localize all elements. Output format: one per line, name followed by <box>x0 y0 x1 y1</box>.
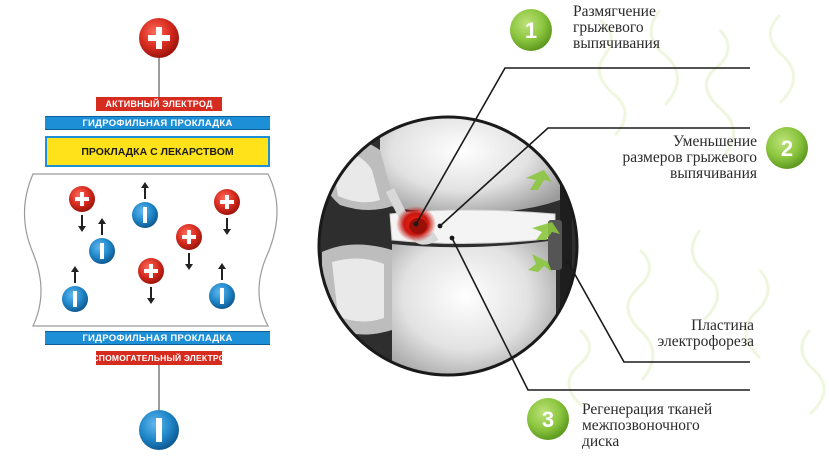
auxiliary-electrode-label: ВСПОМОГАТЕЛЬНЫЙ ЭЛЕКТРОД <box>86 351 232 365</box>
background-pattern <box>567 9 826 416</box>
minus-ion-icon <box>132 182 158 228</box>
step-3-number: 3 <box>542 407 554 432</box>
active-electrode-label: АКТИВНЫЙ ЭЛЕКТРОД <box>96 97 222 111</box>
step-3-badge <box>527 398 569 440</box>
plus-ion-icon <box>176 224 202 270</box>
minus-icon <box>139 410 179 450</box>
drug-pad: ПРОКЛАДКА С ЛЕКАРСТВОМ <box>45 136 270 167</box>
minus-ion-icon <box>209 263 235 309</box>
minus-ion-icon <box>89 218 115 264</box>
drug-pad-label: ПРОКЛАДКА С ЛЕКАРСТВОМ <box>81 145 234 158</box>
plate-label: Пластина электрофореза <box>657 317 754 350</box>
step-3-text: Регенерация тканей межпозвоночного диска <box>582 401 713 450</box>
plus-ion-icon <box>69 186 95 232</box>
step-1-text: Размягчение грыжевого выпячивания <box>573 3 660 52</box>
plus-ion-icon <box>138 258 164 304</box>
step-1-badge <box>510 9 552 51</box>
hydrophilic-pad-top: ГИДРОФИЛЬНАЯ ПРОКЛАДКА <box>45 116 270 130</box>
callout-lines <box>415 67 750 391</box>
step-1-number: 1 <box>525 18 537 43</box>
step-2-number: 2 <box>781 136 793 161</box>
plus-ion-icon <box>214 189 240 235</box>
minus-ion-icon <box>62 266 88 312</box>
ions <box>62 182 240 312</box>
step-2-text: Уменьшение размеров грыжевого выпячивани… <box>622 133 757 182</box>
hydrophilic-pad-bottom: ГИДРОФИЛЬНАЯ ПРОКЛАДКА <box>45 331 270 345</box>
step-2-badge <box>766 127 808 169</box>
plus-icon <box>139 18 179 58</box>
